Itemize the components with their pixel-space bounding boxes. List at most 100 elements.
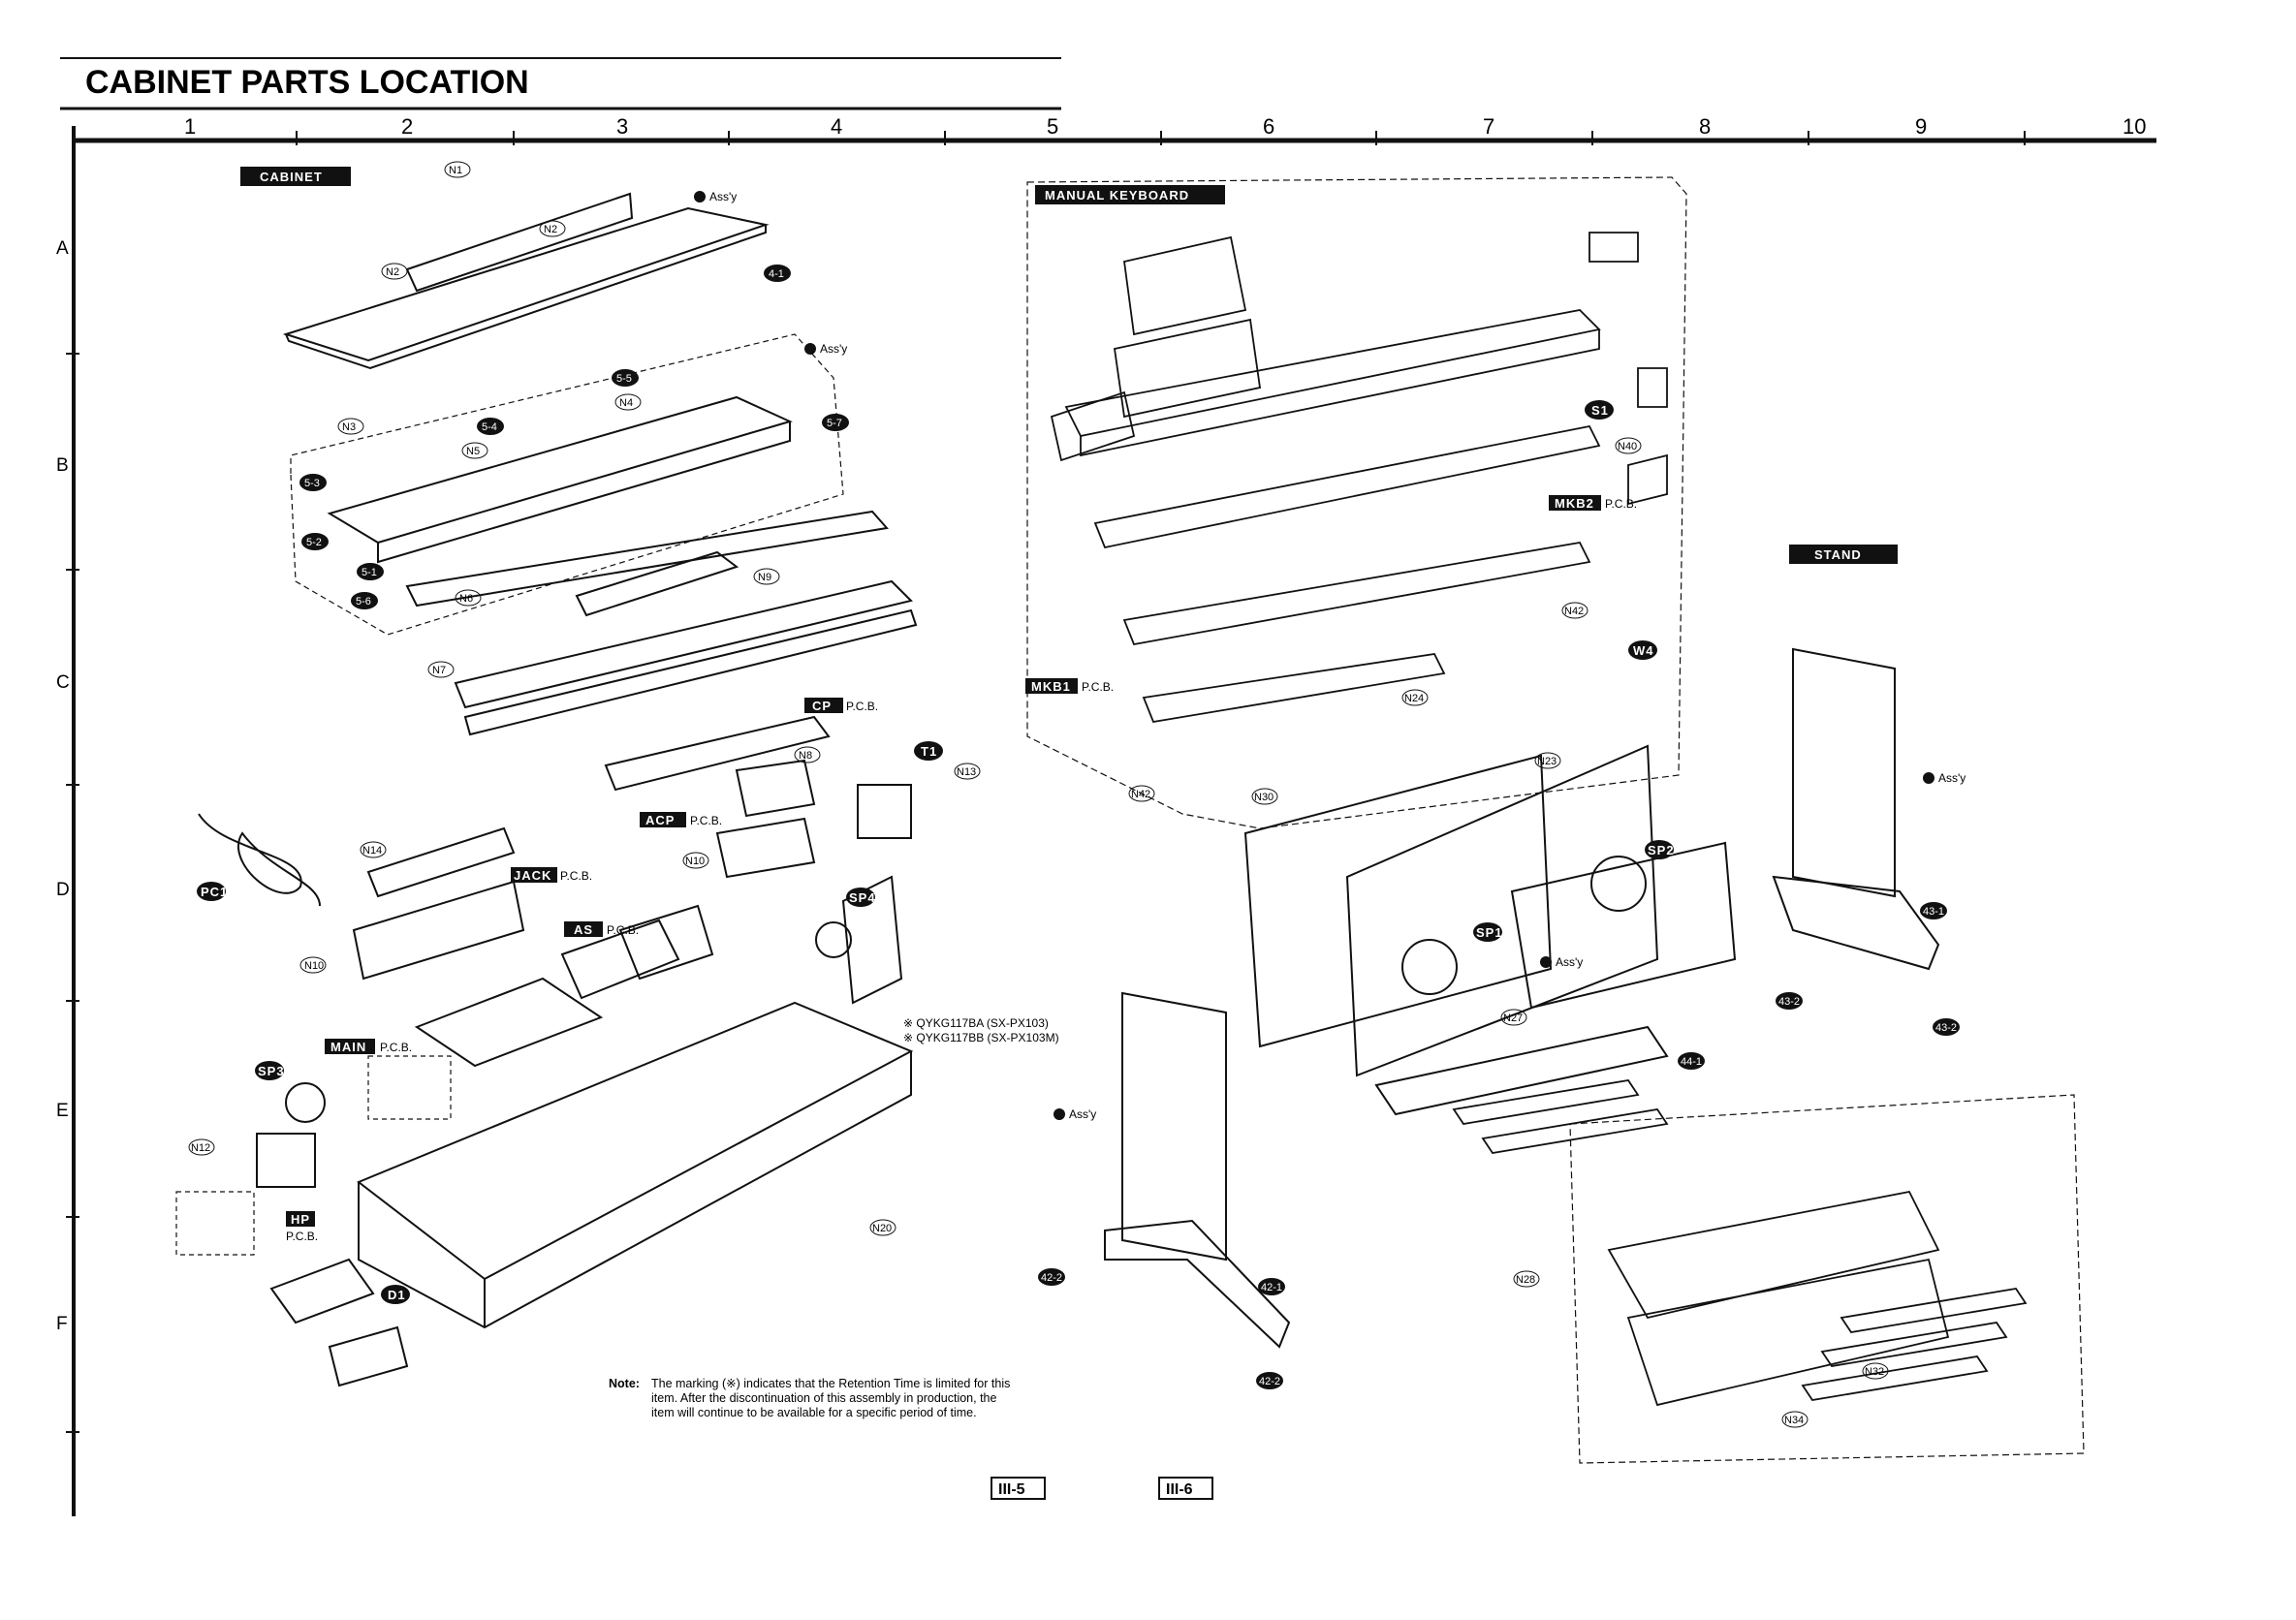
mkb1-pcb <box>1142 653 1446 724</box>
column-label: 1 <box>184 114 196 139</box>
part-44-1-label: 44-1 <box>1681 1056 1702 1068</box>
cabinet-section-label: CABINET <box>260 170 323 184</box>
key-rail <box>1093 424 1601 549</box>
page-number-box <box>991 1477 1046 1500</box>
stand-drawing <box>1104 647 1940 1349</box>
part-5-1-label: 5-1 <box>362 567 377 578</box>
keyboard-drawing <box>1050 232 1668 724</box>
column-label: 3 <box>616 114 628 139</box>
d1-tag <box>381 1285 410 1304</box>
clamp <box>1627 453 1668 506</box>
pedal-detail-outline <box>1569 1094 2085 1464</box>
screw-label: N13 <box>957 766 976 778</box>
as-tag-label: AS <box>574 922 593 937</box>
as-tag <box>564 921 603 937</box>
pc1-label: PC1 <box>201 885 228 899</box>
part-4-1-label: 4-1 <box>769 268 784 280</box>
sp2-tag <box>1645 840 1674 859</box>
end-block <box>1050 390 1136 462</box>
assy-label: Ass'y <box>1556 955 1583 969</box>
manual-keyboard-section-label: MANUAL KEYBOARD <box>1045 188 1189 202</box>
part-5-6-label: 5-6 <box>356 596 371 608</box>
component-tags: T1 SP1 SP2 SP3 SP4 W4 S1 D1 PC1 <box>197 400 1675 1304</box>
screw-label: N20 <box>872 1223 892 1234</box>
part-5-7-label: 5-7 <box>827 418 842 429</box>
row-label: C <box>56 672 70 693</box>
key-group-white <box>1122 235 1247 336</box>
sp4-tag <box>846 888 875 907</box>
screw-label: N23 <box>1537 756 1557 767</box>
jack-tag <box>511 867 557 883</box>
switch-s1 <box>1637 367 1668 408</box>
pedal-plate-lower <box>1626 1258 1950 1407</box>
screw-label: N2 <box>386 266 399 278</box>
acp-tag <box>640 812 686 827</box>
screw-label: N10 <box>685 856 705 867</box>
manual-keyboard-section-tag <box>1035 185 1225 204</box>
column-label: 4 <box>831 114 842 139</box>
speaker-board <box>1510 841 1737 1010</box>
keyboard-frame-top <box>1064 309 1601 438</box>
screw-label: N1 <box>449 165 462 176</box>
part-5-5-label: 5-5 <box>616 373 632 385</box>
row-ticks <box>66 353 79 1433</box>
stand-side-panel-left <box>1121 991 1227 1262</box>
column-label: 5 <box>1047 114 1058 139</box>
front-board <box>405 510 889 608</box>
retention-part-number: ※ QYKG117BA (SX-PX103) <box>903 1016 1049 1030</box>
screw-label: N5 <box>466 446 480 457</box>
pedal-small-1 <box>1452 1079 1640 1125</box>
page-number: III-5 <box>998 1481 1025 1498</box>
bracket-right <box>1588 232 1639 263</box>
cp-pcb <box>604 715 831 792</box>
music-stand <box>405 192 634 293</box>
screw-label: N8 <box>799 750 812 762</box>
back-board-left <box>1243 754 1553 1048</box>
hp-pcb-label: P.C.B. <box>286 1230 318 1243</box>
note-label: Note: <box>609 1377 640 1390</box>
screw-label: N9 <box>758 572 771 583</box>
mkb1-tag-label: MKB1 <box>1031 679 1071 694</box>
acp-pcb-label: P.C.B. <box>690 814 722 827</box>
s1-tag <box>1585 400 1614 420</box>
t1-label: T1 <box>921 744 937 759</box>
note-line: The marking (※) indicates that the Reten… <box>651 1377 1010 1390</box>
top-lid <box>282 206 770 362</box>
row-label: E <box>56 1101 69 1121</box>
assy-label: Ass'y <box>820 342 847 356</box>
screw-label: N12 <box>191 1142 210 1154</box>
column-label: 7 <box>1483 114 1494 139</box>
manual-keyboard-outline <box>1026 176 1687 829</box>
screw-label: N6 <box>459 593 473 605</box>
cabinet-section-tag <box>240 167 351 186</box>
mkb2-pcb <box>1122 542 1591 646</box>
pc1-tag <box>197 882 226 901</box>
part-5-4-label: 5-4 <box>482 421 497 433</box>
t1-tag <box>914 741 943 761</box>
screw-label: N7 <box>432 665 446 676</box>
jack-pcb <box>366 826 516 898</box>
row-label: B <box>56 455 69 476</box>
hp-tag-label: HP <box>291 1212 310 1227</box>
hp-tag <box>286 1211 315 1227</box>
sp2-label: SP2 <box>1648 843 1675 857</box>
part-43-2-label: 43-2 <box>1778 996 1800 1008</box>
n30-detail-box <box>175 1191 255 1256</box>
cp-tag-label: CP <box>812 699 832 713</box>
pedal-3 <box>1801 1355 1989 1401</box>
w4-tag <box>1628 640 1657 660</box>
acp-bracket <box>715 817 816 879</box>
row-label: F <box>56 1314 68 1334</box>
screw-label: N27 <box>1503 1012 1523 1024</box>
transformer <box>857 784 912 839</box>
stand-foot-left <box>1104 1219 1291 1349</box>
speaker-sp4-frame <box>841 875 903 1005</box>
sp1-tag <box>1473 922 1502 942</box>
part-43-2-label: 43-2 <box>1935 1022 1957 1034</box>
screw-label: N42 <box>1131 789 1150 800</box>
sub-part-tags: 4-1 5-1 5-2 5-3 5-4 5-5 5-6 5-7 42-2 42-… <box>299 265 1960 1389</box>
cp-tag <box>804 698 843 713</box>
page-number-box <box>1158 1477 1213 1500</box>
jack-pcb-label: P.C.B. <box>560 869 592 883</box>
pedal-2 <box>1820 1322 2008 1367</box>
